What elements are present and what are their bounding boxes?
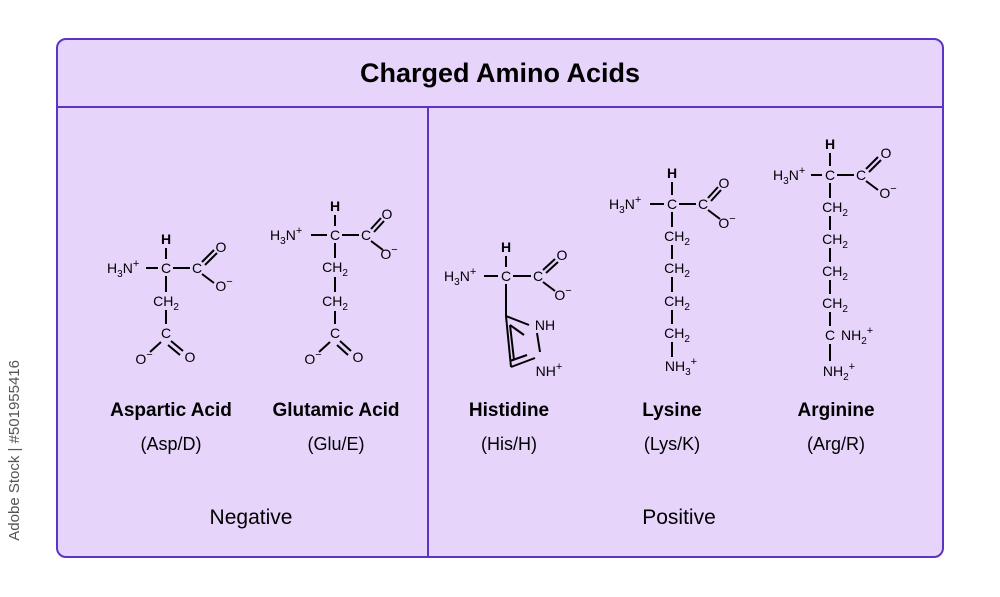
- svg-text:CH2: CH2: [822, 199, 848, 219]
- svg-text:H: H: [825, 136, 835, 152]
- svg-text:C: C: [161, 325, 171, 341]
- svg-text:C: C: [361, 227, 371, 243]
- svg-text:NH2+: NH2+: [823, 361, 855, 383]
- svg-text:CH2: CH2: [664, 260, 690, 280]
- svg-text:O: O: [557, 247, 568, 263]
- svg-text:O−: O−: [554, 285, 571, 303]
- svg-text:CH2: CH2: [664, 293, 690, 313]
- svg-text:CH2: CH2: [822, 263, 848, 283]
- name-histidine: Histidine: [468, 400, 550, 421]
- svg-text:NH: NH: [535, 317, 555, 333]
- name-lysine: Lysine: [642, 400, 702, 421]
- stock-watermark: Adobe Stock | #501955416: [6, 360, 23, 541]
- svg-text:H3N+: H3N+: [444, 266, 476, 288]
- svg-text:O: O: [216, 239, 227, 255]
- svg-text:C: C: [192, 260, 202, 276]
- svg-text:NH2+: NH2+: [841, 325, 873, 347]
- svg-text:C: C: [330, 227, 340, 243]
- section-divider: [427, 108, 429, 556]
- arginine-structure: H H3N+ C C O O− CH2 CH2 CH2 CH2 C NH2+ N…: [773, 136, 897, 383]
- lysine-structure: H H3N+ C C O O− CH2 CH2 CH2 CH2 NH3+: [609, 165, 736, 378]
- glutamic-acid-structure: H H3N+ C C O O− CH2 CH2 C O− O: [270, 198, 398, 367]
- svg-text:O: O: [382, 206, 393, 222]
- svg-text:O: O: [185, 349, 196, 365]
- svg-text:CH2: CH2: [153, 293, 179, 313]
- group-label-negative: Negative: [209, 506, 293, 529]
- svg-text:H: H: [501, 239, 511, 255]
- svg-text:O−: O−: [718, 213, 735, 231]
- svg-text:NH3+: NH3+: [665, 356, 697, 378]
- svg-text:C: C: [501, 268, 511, 284]
- svg-text:CH2: CH2: [664, 325, 690, 345]
- group-label-positive: Positive: [642, 506, 716, 529]
- svg-text:H3N+: H3N+: [107, 258, 139, 280]
- svg-text:O−: O−: [215, 276, 232, 294]
- svg-text:NH+: NH+: [536, 361, 563, 379]
- page-title: Charged Amino Acids: [359, 57, 641, 88]
- abbr-arginine: (Arg/R): [807, 434, 865, 454]
- svg-text:H: H: [161, 231, 171, 247]
- svg-text:C: C: [161, 260, 171, 276]
- svg-text:H: H: [330, 198, 340, 214]
- abbr-lysine: (Lys/K): [643, 434, 701, 454]
- svg-text:H3N+: H3N+: [609, 194, 641, 216]
- title-bar: Charged Amino Acids: [58, 40, 942, 108]
- svg-text:C: C: [825, 327, 835, 343]
- svg-text:O: O: [881, 145, 892, 161]
- svg-text:CH2: CH2: [822, 295, 848, 315]
- svg-text:C: C: [533, 268, 543, 284]
- svg-text:H3N+: H3N+: [773, 165, 805, 187]
- svg-text:H: H: [667, 165, 677, 181]
- svg-text:H3N+: H3N+: [270, 225, 302, 247]
- name-arginine: Arginine: [797, 400, 875, 421]
- diagram-panel: Charged Amino Acids: [56, 38, 944, 558]
- svg-text:CH2: CH2: [322, 293, 348, 313]
- aspartic-acid-structure: H H3N+ C C O O− CH2 C O− O: [107, 231, 233, 367]
- histidine-structure: H H3N+ C C O O− NH NH+: [444, 239, 572, 379]
- svg-text:C: C: [667, 196, 677, 212]
- name-glutamic-acid: Glutamic Acid: [272, 400, 400, 421]
- abbr-aspartic-acid: (Asp/D): [140, 434, 202, 454]
- svg-text:C: C: [825, 167, 835, 183]
- svg-text:C: C: [856, 167, 866, 183]
- svg-text:O−: O−: [380, 244, 397, 262]
- svg-text:C: C: [330, 325, 340, 341]
- name-aspartic-acid: Aspartic Acid: [110, 400, 232, 421]
- abbr-glutamic-acid: (Glu/E): [307, 434, 365, 454]
- svg-text:O: O: [353, 349, 364, 365]
- svg-text:CH2: CH2: [322, 259, 348, 279]
- svg-text:CH2: CH2: [664, 228, 690, 248]
- svg-text:C: C: [698, 196, 708, 212]
- svg-text:O: O: [719, 175, 730, 191]
- abbr-histidine: (His/H): [481, 434, 537, 454]
- svg-text:O−: O−: [879, 183, 896, 201]
- svg-text:CH2: CH2: [822, 231, 848, 251]
